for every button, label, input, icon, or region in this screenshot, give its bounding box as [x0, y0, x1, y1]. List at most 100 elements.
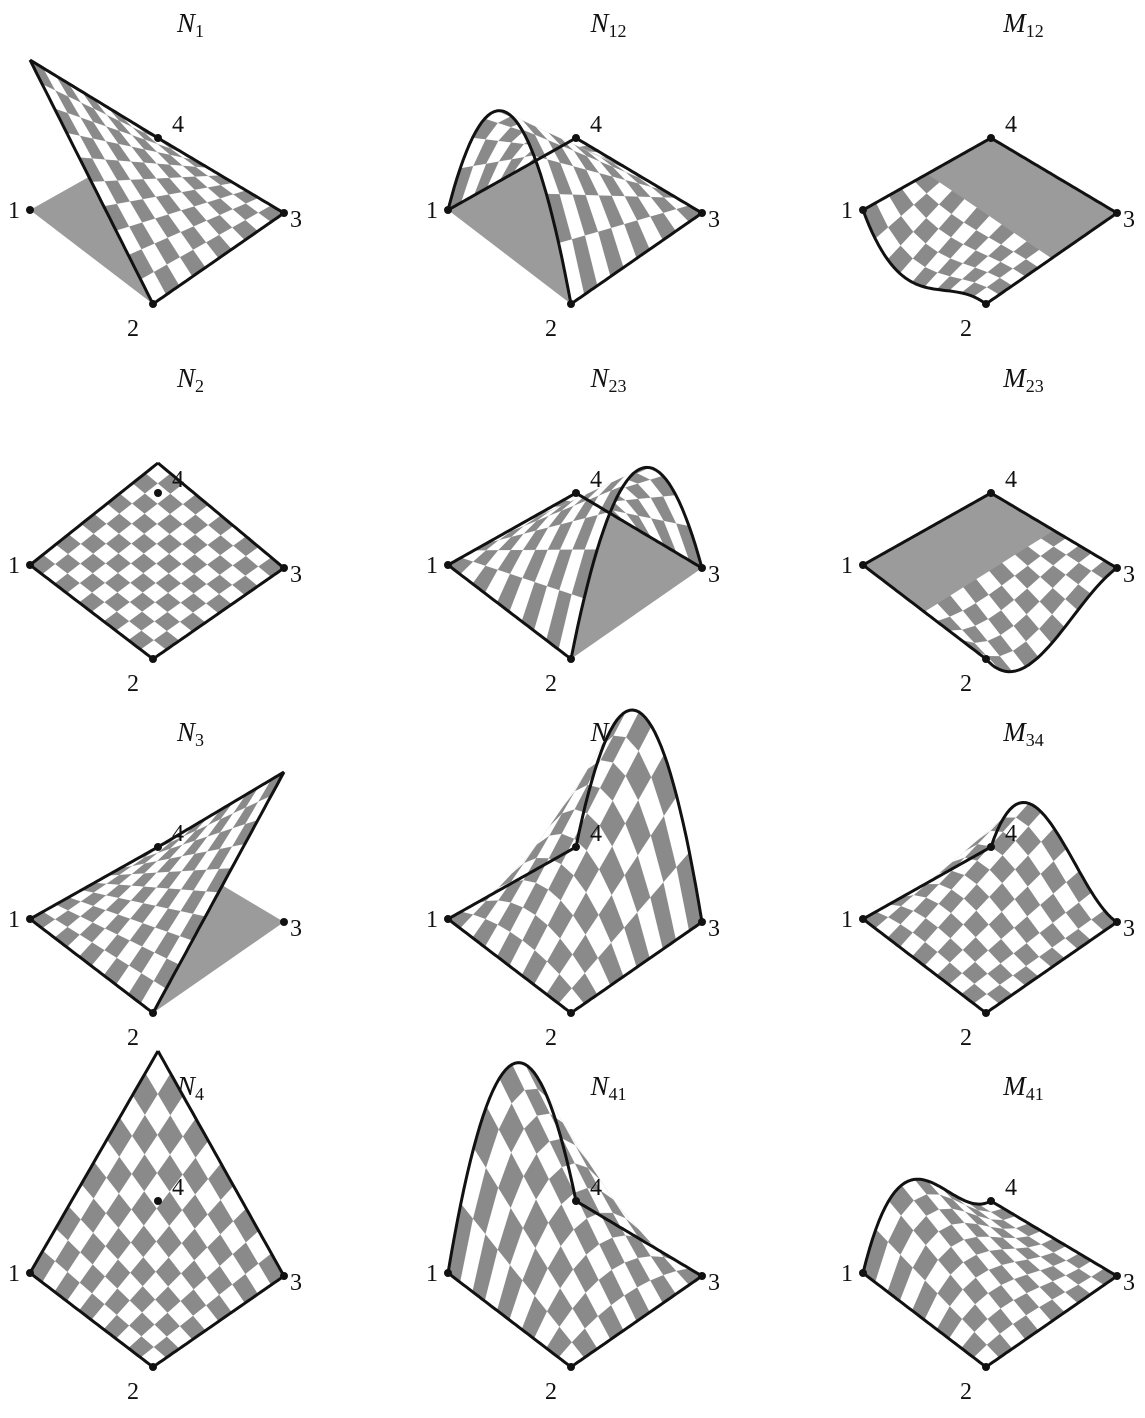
surface-plot: 1 2 3 4: [833, 1063, 1145, 1418]
vertex-4-dot: [572, 489, 580, 497]
vertex-3-label: 3: [1123, 207, 1135, 233]
vertex-3-label: 3: [1123, 562, 1135, 588]
vertex-3-dot: [280, 209, 288, 217]
surface-plot: 1234: [418, 355, 799, 710]
vertex-3-label: 3: [1123, 1270, 1135, 1296]
vertex-4-dot: [154, 489, 162, 497]
vertex-2-dot: [567, 300, 575, 308]
vertex-2-dot: [149, 300, 157, 308]
panel-M23: M231234: [833, 355, 1145, 710]
vertex-4-label: 4: [1005, 1175, 1017, 1201]
vertex-3-dot: [280, 564, 288, 572]
vertex-2-dot: [982, 655, 990, 663]
vertex-2-dot: [149, 1363, 157, 1371]
vertex-2-dot: [567, 655, 575, 663]
vertex-4-label: 4: [1005, 821, 1017, 847]
vertex-1-dot: [26, 1269, 34, 1277]
vertex-2-dot: [982, 300, 990, 308]
surface-plot: 1234: [0, 709, 381, 1064]
vertex-4-label: 4: [590, 112, 602, 138]
panel-N12: N121234: [418, 0, 799, 355]
vertex-4-dot: [572, 843, 580, 851]
vertex-4-label: 4: [172, 112, 184, 138]
surface-plot: 1 2 3 4: [418, 1063, 799, 1418]
vertex-2-dot: [149, 1009, 157, 1017]
vertex-3-label: 3: [290, 562, 302, 588]
vertex-1-dot: [444, 206, 452, 214]
vertex-3-dot: [698, 209, 706, 217]
vertex-1-dot: [444, 915, 452, 923]
vertex-1-label: 1: [841, 553, 853, 579]
vertex-2-dot: [567, 1009, 575, 1017]
checker-surface: [30, 772, 284, 1013]
vertex-1-dot: [26, 206, 34, 214]
vertex-1-dot: [26, 915, 34, 923]
vertex-1-label: 1: [426, 1261, 438, 1287]
vertex-1-label: 1: [8, 1261, 20, 1287]
checker-surface: [863, 1179, 1117, 1367]
vertex-2-label: 2: [960, 671, 972, 697]
vertex-1-dot: [444, 561, 452, 569]
checker-surface: [30, 60, 284, 304]
vertex-2-label: 2: [960, 1379, 972, 1405]
vertex-2-label: 2: [127, 1379, 139, 1405]
vertex-3-dot: [698, 918, 706, 926]
panel-M12: M121234: [833, 0, 1145, 355]
vertex-1-label: 1: [8, 198, 20, 224]
vertex-2-label: 2: [545, 1379, 557, 1405]
vertex-3-label: 3: [708, 207, 720, 233]
panel-N4: N41234: [0, 1063, 381, 1418]
vertex-2-label: 2: [545, 671, 557, 697]
surface-plot: 1 2 3 4: [833, 355, 1145, 710]
vertex-3-dot: [280, 918, 288, 926]
surface-plot: 1234: [833, 709, 1145, 1064]
vertex-2-label: 2: [127, 316, 139, 342]
vertex-2-label: 2: [127, 1025, 139, 1051]
vertex-4-dot: [987, 489, 995, 497]
vertex-1-label: 1: [426, 907, 438, 933]
surface-plot: 1234: [0, 355, 381, 710]
vertex-3-label: 3: [708, 1270, 720, 1296]
vertex-1-label: 1: [426, 198, 438, 224]
vertex-1-label: 1: [8, 907, 20, 933]
vertex-3-dot: [698, 1272, 706, 1280]
vertex-1-dot: [859, 1269, 867, 1277]
vertex-1-dot: [859, 561, 867, 569]
vertex-1-label: 1: [8, 553, 20, 579]
vertex-4-dot: [987, 134, 995, 142]
vertex-4-label: 4: [1005, 112, 1017, 138]
vertex-1-label: 1: [841, 1261, 853, 1287]
checker-surface: [863, 803, 1117, 1013]
vertex-2-dot: [149, 655, 157, 663]
vertex-3-dot: [1113, 209, 1121, 217]
surface-plot: 1 2 3 4: [0, 0, 381, 355]
vertex-4-label: 4: [172, 467, 184, 493]
panel-N1: N11234: [0, 0, 381, 355]
vertex-4-dot: [987, 843, 995, 851]
vertex-4-label: 4: [590, 467, 602, 493]
vertex-3-label: 3: [290, 207, 302, 233]
surface-plot: 1234: [418, 0, 799, 355]
vertex-4-dot: [572, 134, 580, 142]
vertex-3-dot: [1113, 918, 1121, 926]
vertex-3-dot: [1113, 1272, 1121, 1280]
panel-N41: N411234: [418, 1063, 799, 1418]
vertex-4-dot: [987, 1197, 995, 1205]
vertex-2-dot: [982, 1363, 990, 1371]
vertex-4-label: 4: [590, 821, 602, 847]
vertex-4-label: 4: [590, 1175, 602, 1201]
vertex-1-label: 1: [841, 907, 853, 933]
vertex-1-dot: [859, 206, 867, 214]
vertex-3-label: 3: [290, 916, 302, 942]
vertex-4-label: 4: [1005, 467, 1017, 493]
vertex-3-dot: [280, 1272, 288, 1280]
vertex-3-label: 3: [708, 562, 720, 588]
panel-N2: N21234: [0, 355, 381, 710]
vertex-2-dot: [567, 1363, 575, 1371]
vertex-4-dot: [154, 134, 162, 142]
